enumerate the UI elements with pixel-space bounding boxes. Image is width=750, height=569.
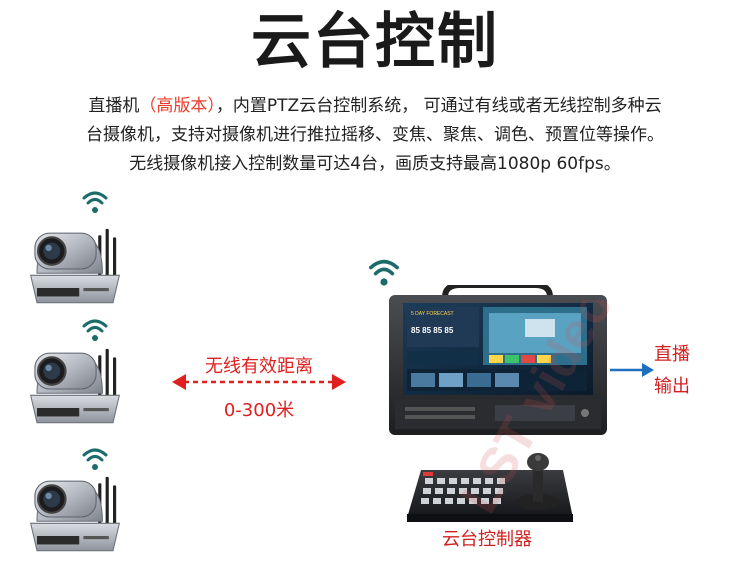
distance-range: 0-300米 bbox=[170, 396, 348, 422]
page-title: 云台控制 bbox=[0, 6, 750, 78]
description-line-1: 直播机（高版本），内置PTZ云台控制系统， 可通过有线或者无线控制多种云 bbox=[30, 92, 720, 121]
double-arrow-icon bbox=[170, 372, 348, 392]
ptz-camera-2 bbox=[20, 332, 130, 427]
ptz-camera-3 bbox=[20, 460, 130, 555]
description: 直播机（高版本），内置PTZ云台控制系统， 可通过有线或者无线控制多种云 台摄像… bbox=[30, 92, 720, 179]
description-line-3: 无线摄像机接入控制数量可达4台，画质支持最高1080p 60fps。 bbox=[30, 150, 720, 179]
wifi-icon bbox=[80, 185, 110, 215]
description-line-2: 台摄像机，支持对摄像机进行推拉摇移、变焦、聚焦、调色、预置位等操作。 bbox=[30, 121, 720, 150]
ptz-camera-1 bbox=[20, 212, 130, 307]
watermark: LST video bbox=[420, 300, 660, 560]
wifi-icon bbox=[366, 252, 402, 288]
highlight-version: （高版本） bbox=[139, 96, 216, 116]
wifi-icon bbox=[80, 313, 110, 343]
wifi-icon bbox=[80, 442, 110, 472]
svg-text:LST video: LST video bbox=[450, 300, 624, 523]
wireless-distance: 无线有效距离 0-300米 bbox=[170, 352, 348, 422]
